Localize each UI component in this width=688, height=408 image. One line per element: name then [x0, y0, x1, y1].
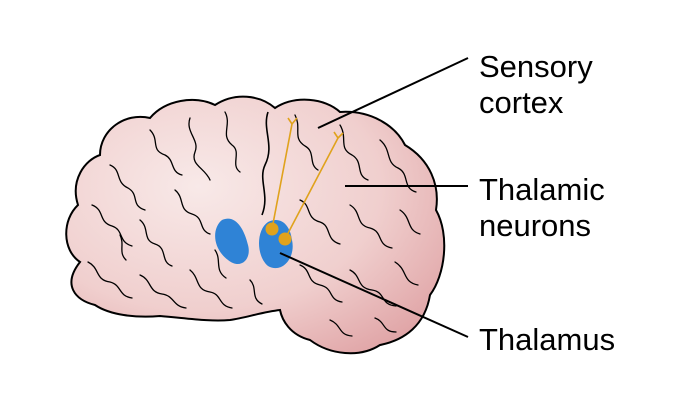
- brain-outline: [65, 95, 446, 355]
- leader-line-sensory-cortex: [317, 57, 469, 129]
- brain-gyri: [87, 111, 421, 337]
- label-thalamic-neurons-line1: Thalamic: [479, 172, 605, 207]
- thalamic-neurons: [271, 117, 344, 240]
- thalamus-left: [215, 218, 249, 265]
- label-thalamic-neurons: Thalamic neurons: [479, 172, 605, 244]
- label-sensory-cortex-line2: cortex: [479, 85, 564, 120]
- label-thalamus-text: Thalamus: [479, 322, 616, 357]
- neuron-soma-1: [265, 222, 279, 236]
- leader-line-thalamus: [279, 252, 469, 338]
- neuron-soma-2: [278, 232, 292, 246]
- label-sensory-cortex: Sensory cortex: [479, 49, 593, 121]
- label-thalamus: Thalamus: [479, 322, 615, 358]
- label-thalamic-neurons-line2: neurons: [479, 208, 592, 243]
- central-sulcus: [261, 111, 270, 216]
- label-sensory-cortex-line1: Sensory: [479, 49, 593, 84]
